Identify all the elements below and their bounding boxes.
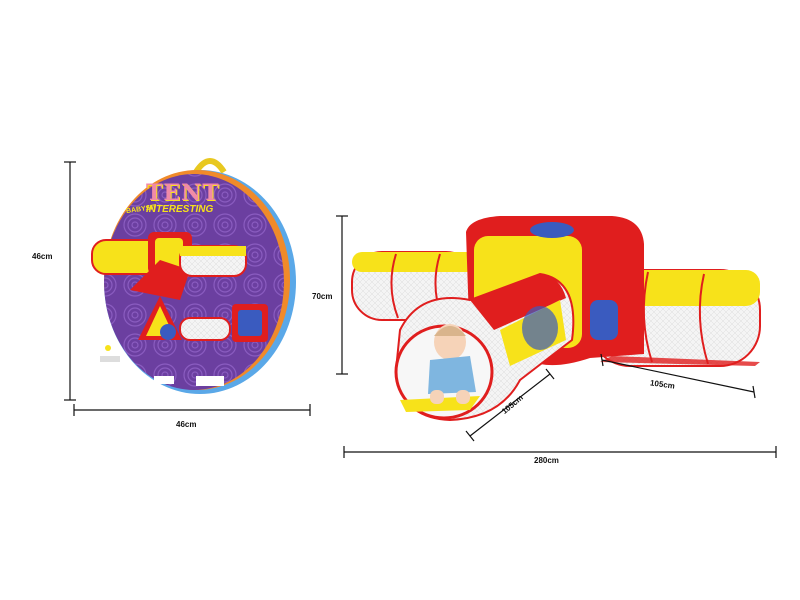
front-tunnel-dim	[465, 368, 555, 442]
package-subtitle: INTERESTING	[146, 204, 214, 215]
total-length-label: 280cm	[534, 456, 559, 465]
bag-handle	[193, 158, 227, 174]
package-width-label: 46cm	[176, 420, 197, 429]
package-width-dim	[73, 404, 311, 416]
package-title: TENT	[146, 180, 220, 206]
child-figure	[428, 324, 476, 404]
tent-height-dim	[336, 215, 348, 375]
right-tunnel-dim	[600, 353, 756, 399]
bag-tent-image-top	[91, 232, 247, 300]
tent-assembly	[351, 216, 761, 422]
total-length-dim	[343, 446, 777, 458]
package-bag	[91, 158, 296, 394]
tent-height-label: 70cm	[312, 292, 333, 301]
package-height-dim	[64, 161, 76, 401]
bag-tent-image-bottom	[138, 296, 268, 342]
package-height-label: 46cm	[32, 252, 53, 261]
